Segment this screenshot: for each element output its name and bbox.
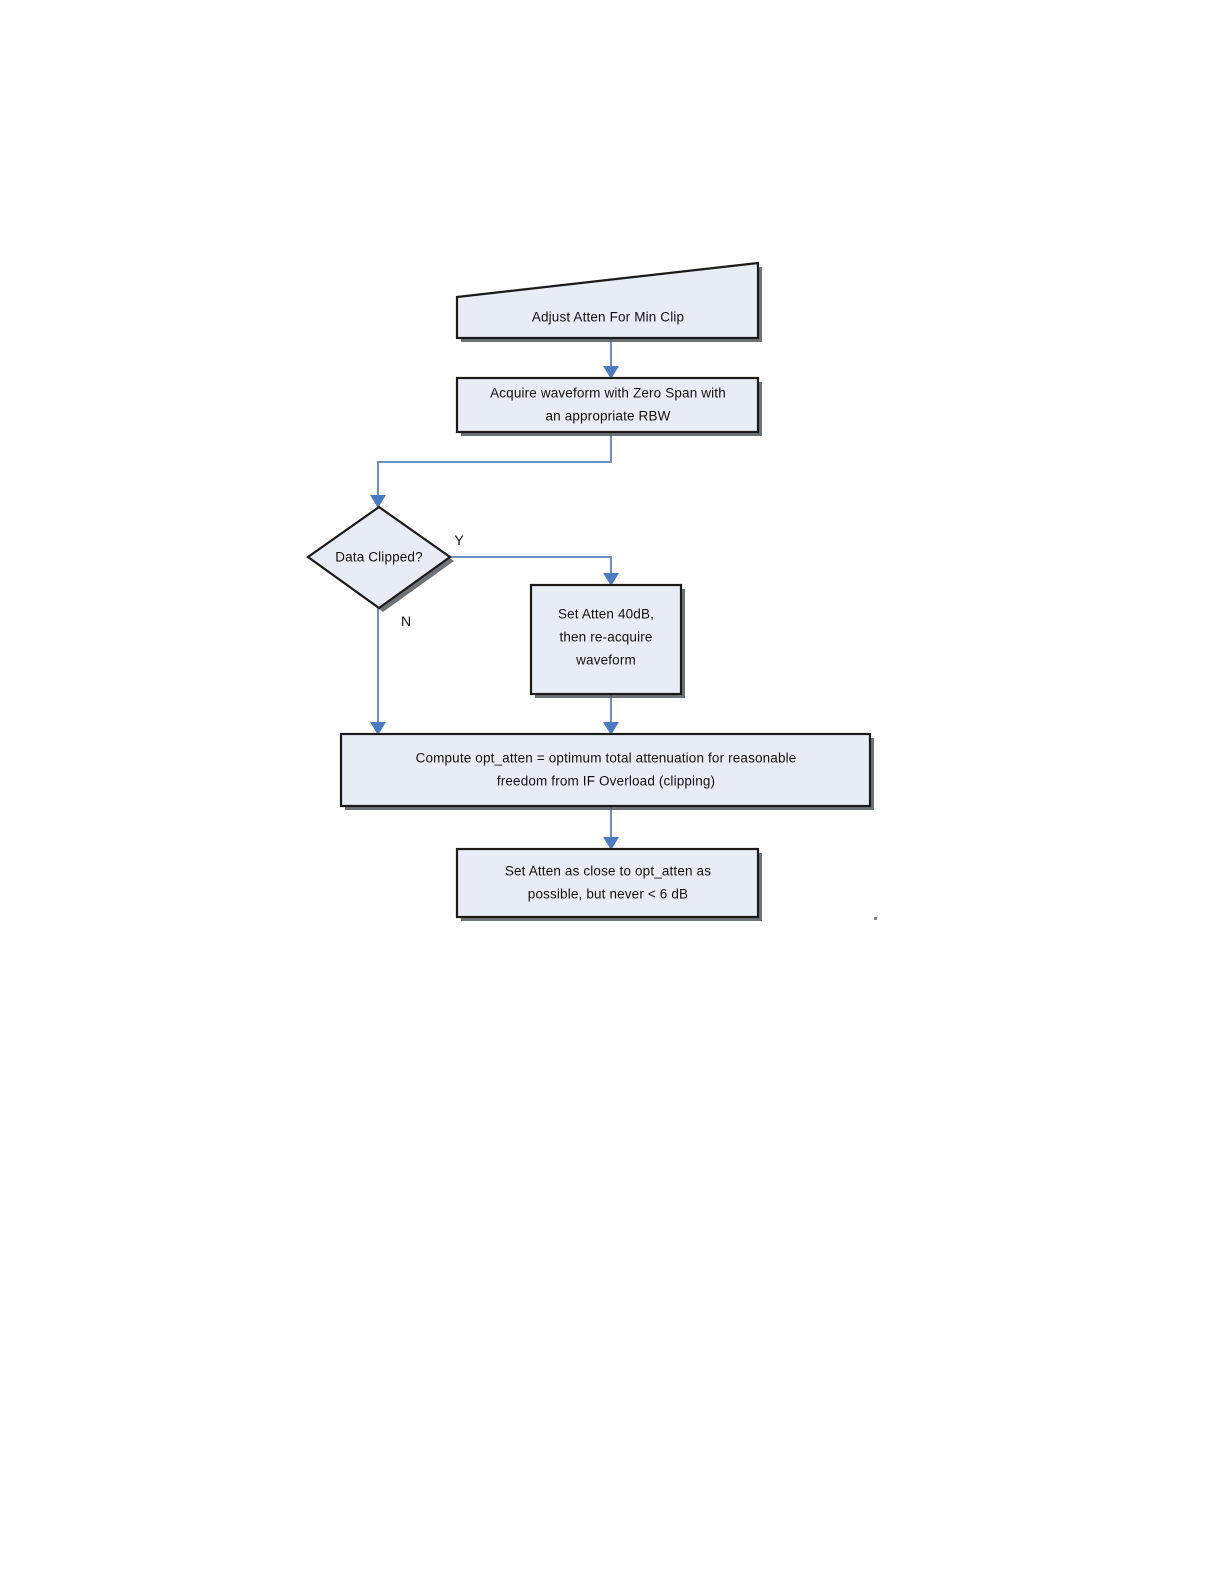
- node-compute-opt-atten[interactable]: Compute opt_atten = optimum total attenu…: [339, 732, 874, 810]
- node-decision[interactable]: Data Clipped?: [306, 505, 454, 612]
- node-setclose-label-line2: possible, but never < 6 dB: [528, 887, 688, 902]
- edge-line: [450, 556, 612, 579]
- rect-shape: [455, 376, 760, 434]
- edge-compute-to-setclose: [603, 806, 619, 850]
- node-acquire-label-line1: Acquire waveform with Zero Span with: [490, 386, 726, 401]
- edge-start-to-acquire: [603, 338, 619, 379]
- rect-shape: [339, 732, 872, 808]
- diamond-shape: [306, 505, 452, 610]
- node-set-atten-close[interactable]: Set Atten as close to opt_atten as possi…: [455, 847, 762, 921]
- rect-shape: [529, 583, 683, 696]
- node-start-label: Adjust Atten For Min Clip: [532, 310, 684, 325]
- arrow-head-icon: [603, 722, 619, 735]
- arrow-head-icon: [603, 573, 619, 586]
- node-compute-label-line1: Compute opt_atten = optimum total attenu…: [416, 751, 797, 766]
- artifact-speck: [874, 917, 877, 920]
- edge-set40-to-compute: [603, 694, 619, 735]
- edge-line: [377, 432, 612, 501]
- arrow-head-icon: [603, 366, 619, 379]
- edge-acquire-to-decision: [370, 432, 612, 508]
- node-set-atten-40db[interactable]: Set Atten 40dB, then re-acquire waveform: [529, 583, 685, 698]
- edge-decision-yes-to-set40: [450, 556, 619, 586]
- trapezoid-shape: [455, 261, 760, 340]
- node-compute-label-line2: freedom from IF Overload (clipping): [497, 774, 715, 789]
- node-acquire-label-line2: an appropriate RBW: [545, 409, 670, 424]
- node-set40-label-line3: waveform: [575, 653, 636, 668]
- node-decision-label: Data Clipped?: [335, 550, 423, 565]
- node-setclose-label-line1: Set Atten as close to opt_atten as: [505, 864, 711, 879]
- arrow-head-icon: [603, 837, 619, 850]
- arrow-head-icon: [370, 722, 386, 735]
- node-start[interactable]: Adjust Atten For Min Clip: [455, 261, 762, 342]
- rect-shape: [455, 847, 760, 919]
- edge-decision-no-to-compute: [370, 608, 386, 735]
- node-set40-label-line1: Set Atten 40dB,: [558, 607, 654, 622]
- branch-label-yes: Y: [454, 532, 464, 548]
- arrow-head-icon: [370, 495, 386, 508]
- node-set40-label-line2: then re-acquire: [559, 630, 652, 645]
- branch-label-no: N: [401, 613, 411, 629]
- connector-layer: [370, 338, 619, 850]
- node-acquire[interactable]: Acquire waveform with Zero Span with an …: [455, 376, 762, 436]
